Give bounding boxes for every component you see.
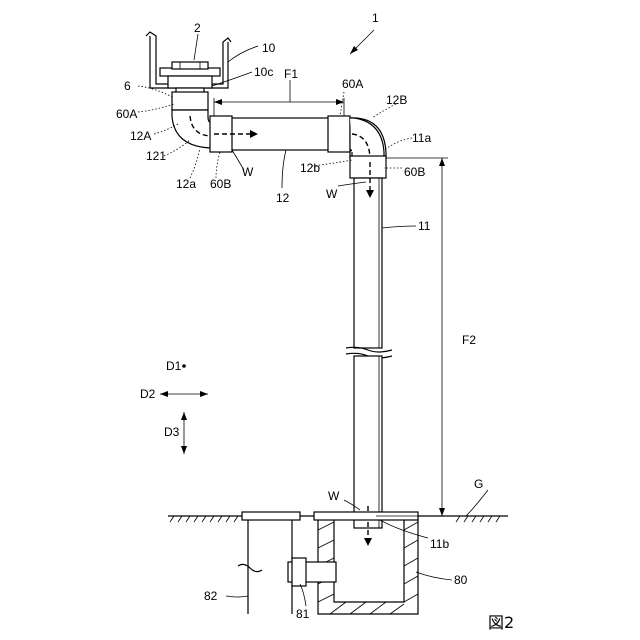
label-pipe-vertical-top: 11a (412, 131, 431, 145)
dimension-f2 (376, 158, 448, 516)
label-elbow-b: 12B (386, 93, 407, 107)
label-gutter: 10 (262, 41, 276, 55)
label-direction-d1: D1 (166, 359, 182, 373)
label-dim-f1: F1 (284, 67, 298, 81)
label-elbow-a-end: 12a (176, 177, 196, 191)
label-socket-60a-left: 60A (116, 107, 137, 121)
label-dim-f2: F2 (462, 333, 476, 347)
label-elbow-b-end: 12b (300, 161, 320, 175)
label-elbow-a: 12A (130, 129, 151, 143)
direction-d1 (182, 364, 186, 368)
label-ground: G (474, 477, 483, 491)
label-drain-pipe: 82 (204, 589, 218, 603)
label-pipe-vertical-bottom: 11b (430, 537, 449, 551)
direction-d2 (160, 391, 208, 397)
label-pipe-vertical: 11 (418, 219, 431, 233)
label-flow-w3: W (328, 489, 340, 503)
label-flow-w2: W (326, 187, 338, 201)
label-direction-d2: D2 (140, 387, 156, 401)
label-drain-joint: 81 (296, 607, 310, 621)
gutter (146, 32, 231, 96)
label-assembly: 1 (372, 11, 379, 25)
direction-d3 (181, 412, 187, 454)
dimension-f1 (214, 98, 344, 116)
joint-6 (172, 92, 208, 110)
label-outlet: 10c (254, 65, 273, 79)
vertical-pipe-11 (346, 162, 392, 546)
figure-caption: 図2 (488, 613, 514, 632)
label-socket-60a-right: 60A (342, 77, 363, 91)
drain-pipe-82 (238, 512, 336, 614)
label-flow-w1: W (242, 165, 254, 179)
elbow-12b (350, 118, 386, 160)
elbow-12a (172, 110, 214, 148)
socket-60b (350, 156, 386, 178)
label-gutter-part: 2 (194, 21, 201, 35)
label-basin: 80 (454, 573, 468, 587)
label-joint-6: 6 (124, 79, 131, 93)
horizontal-pipe-12 (210, 116, 350, 152)
label-socket-60b-left: 60B (210, 177, 231, 191)
label-pipe-horizontal: 12 (276, 191, 290, 205)
label-socket-60b-right: 60B (404, 165, 425, 179)
label-direction-d3: D3 (164, 425, 180, 439)
label-elbow-a-inner: 121 (146, 149, 166, 163)
